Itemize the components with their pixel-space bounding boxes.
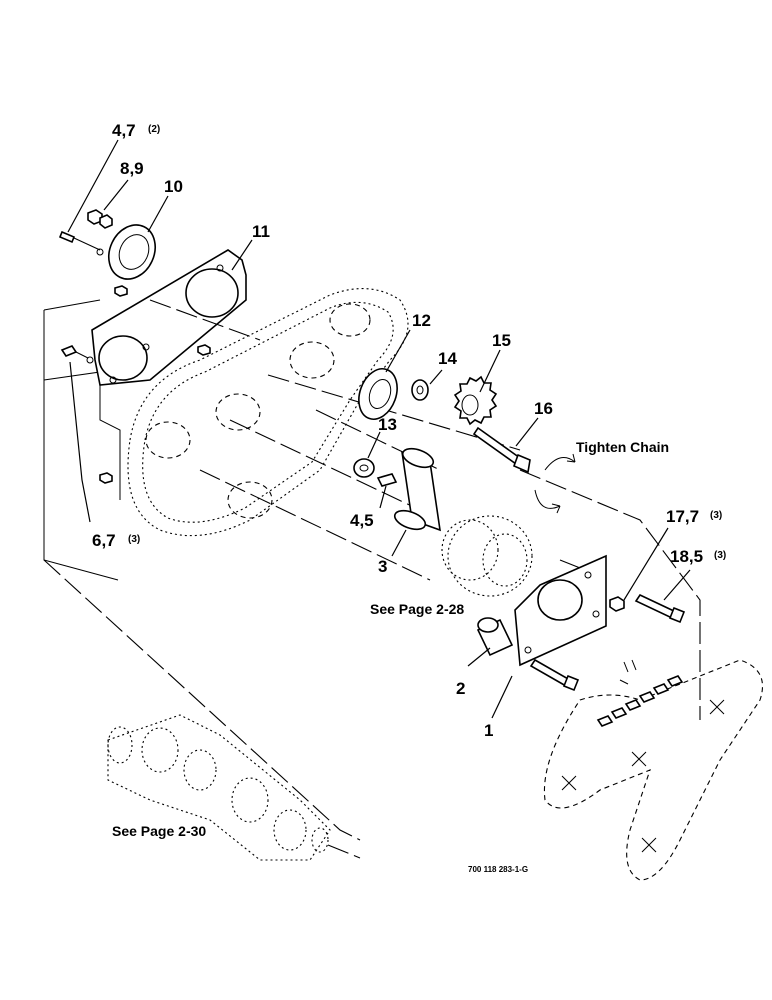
washer-13 — [353, 458, 375, 478]
notes: Tighten Chain See Page 2-28 See Page 2-3… — [112, 439, 669, 874]
callout-1: 1 — [484, 721, 493, 740]
mounting-plate-11 — [91, 249, 247, 386]
callout-6-7: 6,7 — [92, 531, 116, 550]
callout-3: 3 — [378, 557, 387, 576]
driveline-ujoint — [107, 714, 361, 861]
leader-lines — [67, 139, 691, 719]
chain-links — [596, 659, 684, 727]
callout-4-5: 4,5 — [350, 511, 374, 530]
bolt-16 — [472, 426, 531, 474]
idler-arm-3 — [393, 447, 441, 532]
callout-18-5-qty: (3) — [714, 550, 726, 561]
callout-13: 13 — [378, 415, 397, 434]
callout-18-5: 18,5 — [670, 547, 703, 566]
frame-panel — [43, 299, 361, 841]
bolt-4-5 — [376, 473, 398, 487]
callout-4-7-top: 4,7 — [112, 121, 136, 140]
callout-10: 10 — [164, 177, 183, 196]
chain-outline — [127, 288, 409, 537]
callout-17-7-qty: (3) — [710, 510, 722, 521]
spacer-2 — [476, 617, 514, 657]
callout-14: 14 — [438, 349, 457, 368]
callout-labels: 4,7 (2) 8,9 10 11 12 14 15 16 13 4,5 3 6… — [92, 121, 726, 740]
callout-16: 16 — [534, 399, 553, 418]
bolt-6-7 — [60, 345, 113, 484]
callout-4-7-top-qty: (2) — [148, 124, 160, 135]
tighten-arrows — [534, 453, 576, 514]
callout-12: 12 — [412, 311, 431, 330]
callout-2: 2 — [456, 679, 465, 698]
callout-8-9: 8,9 — [120, 159, 144, 178]
bolt-bracket — [529, 658, 580, 692]
document-id: 700 118 283-1-G — [468, 865, 528, 874]
callout-15: 15 — [492, 331, 511, 350]
bracket-1 — [514, 554, 607, 667]
callout-17-7: 17,7 — [666, 507, 699, 526]
sprocket-15 — [453, 375, 498, 426]
note-see-page-2-28: See Page 2-28 — [370, 601, 464, 617]
center-lines — [149, 299, 701, 720]
bolt-18-5 — [634, 593, 686, 624]
note-tighten-chain: Tighten Chain — [576, 439, 669, 455]
bearing-flange-10 — [108, 224, 156, 280]
chain-loop-lower — [543, 659, 764, 881]
nut-17-7 — [609, 596, 625, 612]
nut-8-9 — [87, 209, 113, 256]
spacer-14 — [411, 379, 429, 401]
nut-under-flange — [114, 285, 211, 356]
callout-11: 11 — [252, 222, 270, 241]
note-see-page-2-30: See Page 2-30 — [112, 823, 206, 839]
bolt-4-7-top — [58, 230, 101, 251]
callout-6-7-qty: (3) — [128, 534, 140, 545]
sprocket-cluster — [441, 515, 533, 597]
